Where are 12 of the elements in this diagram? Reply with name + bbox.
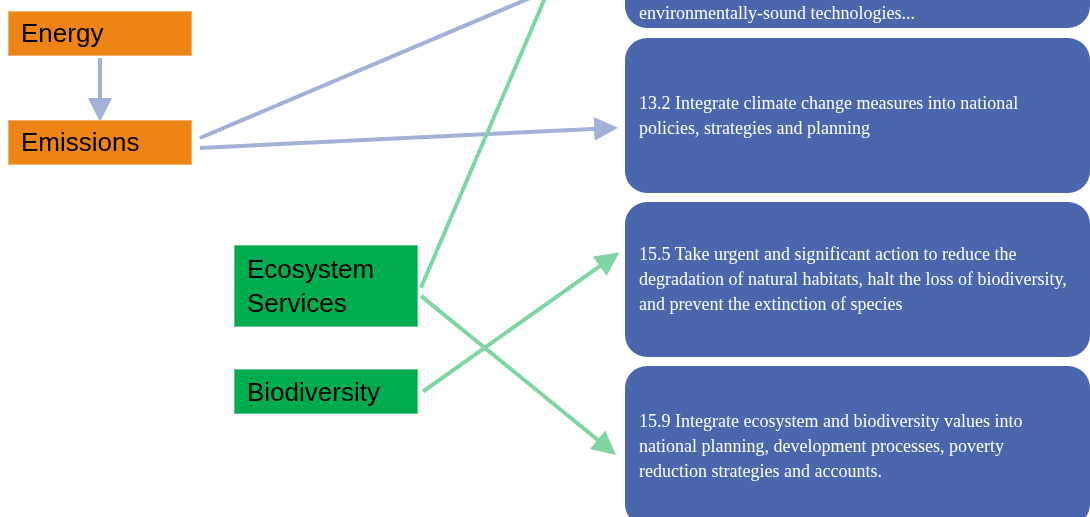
arrow xyxy=(88,58,112,122)
topic-box: Biodiversity xyxy=(234,369,418,414)
target-box: environmentally-sound technologies... xyxy=(625,0,1090,28)
arrow xyxy=(199,116,618,150)
arrow xyxy=(419,294,617,455)
target-box: 15.9 Integrate ecosystem and biodiversity values into national planning, development processes, poverty reduction strategies and accounts. xyxy=(625,366,1090,517)
topic-box: Energy xyxy=(8,11,192,56)
topic-box: Ecosystem Services xyxy=(234,245,418,327)
arrow xyxy=(421,252,620,394)
target-box: 13.2 Integrate climate change measures into national policies, strategies and planning xyxy=(625,38,1090,193)
target-box: 15.5 Take urgent and significant action to reduce the degradation of natural habitats, halt the loss of biodiversity, and prevent the extinction of species xyxy=(625,202,1090,357)
topic-box: Emissions xyxy=(8,120,192,165)
